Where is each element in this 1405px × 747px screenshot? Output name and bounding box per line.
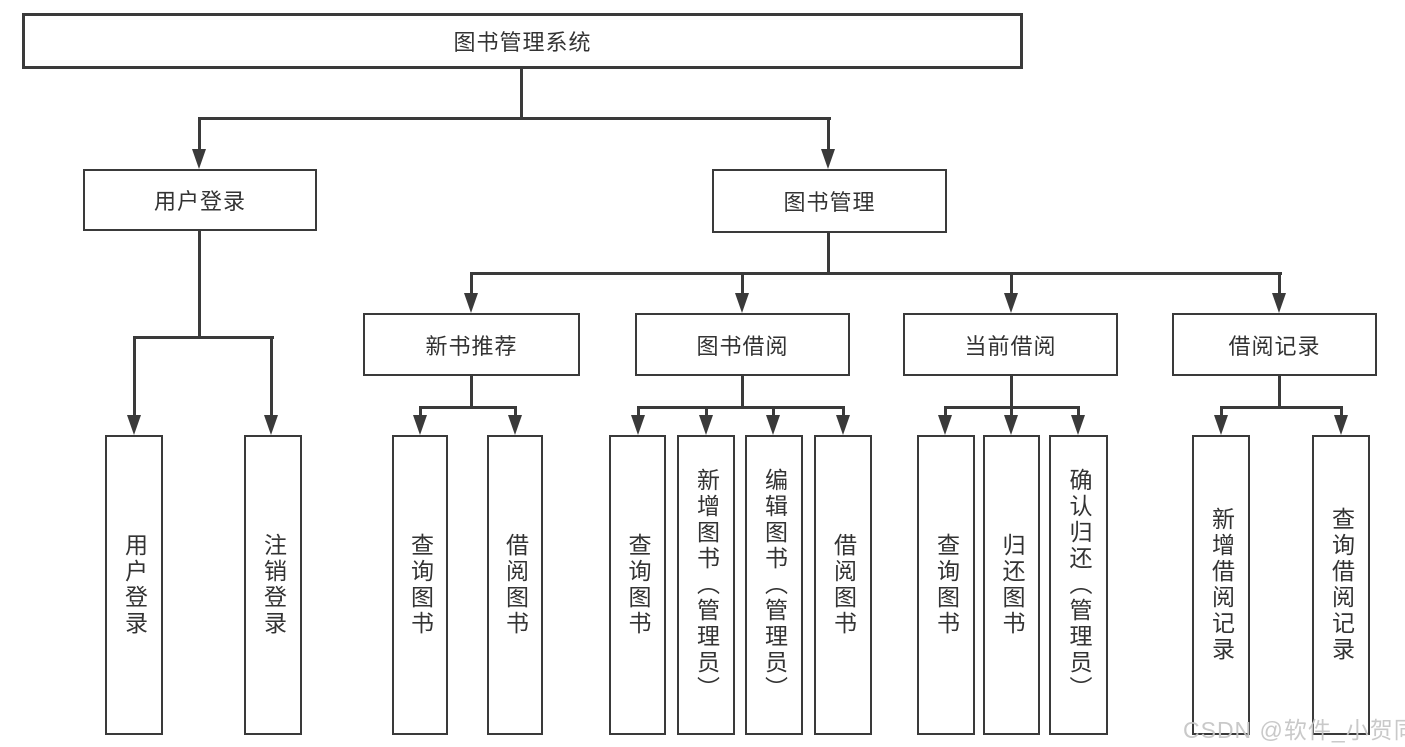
- connector-drop: [705, 406, 708, 418]
- node-borrowing-records: 借阅记录: [1172, 313, 1377, 376]
- connector-drop: [1077, 406, 1080, 418]
- leaf-borrow-books-2-label: 借阅图书: [830, 533, 857, 637]
- connector-book-borrow-stub: [741, 376, 744, 408]
- connector-drop: [419, 406, 422, 418]
- arrow-down-icon: [1334, 415, 1348, 435]
- connector-drop-login: [133, 336, 136, 418]
- arrow-down-icon: [413, 415, 427, 435]
- leaf-query-books-3-label: 查询图书: [933, 533, 960, 637]
- connector-borrow-records-stub: [1278, 376, 1281, 408]
- leaf-return-books-label: 归还图书: [999, 533, 1025, 637]
- leaf-add-borrow-record: 新增借阅记录: [1192, 435, 1250, 735]
- connector-drop: [637, 406, 640, 418]
- connector-drop-user-login: [198, 117, 201, 153]
- arrow-down-icon: [631, 415, 645, 435]
- arrow-down-icon: [1004, 415, 1018, 435]
- arrow-down-icon: [699, 415, 713, 435]
- connector-drop-new-books: [470, 272, 473, 297]
- node-root: 图书管理系统: [22, 13, 1023, 69]
- leaf-borrow-books-1: 借阅图书: [487, 435, 543, 735]
- leaf-user-login-label: 用户登录: [121, 533, 148, 637]
- leaf-add-books-admin: 新增图书（管理员）: [677, 435, 735, 735]
- leaf-query-books-1-label: 查询图书: [407, 533, 434, 637]
- node-book-borrowing-label: 图书借阅: [696, 333, 789, 359]
- leaf-query-books-2: 查询图书: [609, 435, 666, 735]
- leaf-add-books-admin-label: 新增图书（管理员）: [693, 468, 720, 702]
- leaf-logout: 注销登录: [244, 435, 302, 735]
- arrow-down-icon: [264, 415, 278, 435]
- arrow-down-icon: [127, 415, 141, 435]
- leaf-query-books-1: 查询图书: [392, 435, 448, 735]
- arrow-down-icon: [1272, 293, 1286, 313]
- connector-drop-book-borrow: [741, 272, 744, 297]
- leaf-logout-label: 注销登录: [260, 533, 287, 637]
- connector-new-books-stub: [470, 376, 473, 408]
- leaf-query-books-3: 查询图书: [917, 435, 975, 735]
- node-user-login-label: 用户登录: [153, 189, 246, 214]
- connector-new-books-hline: [419, 406, 517, 409]
- connector-current-borrow-stub: [1010, 376, 1013, 408]
- leaf-query-borrow-record-label: 查询借阅记录: [1328, 507, 1355, 663]
- node-root-label: 图书管理系统: [453, 30, 592, 55]
- connector-drop: [514, 406, 517, 418]
- node-new-book-recommend-label: 新书推荐: [425, 333, 518, 359]
- arrow-down-icon: [1071, 415, 1085, 435]
- connector-drop: [842, 406, 845, 418]
- node-book-management-label: 图书管理: [783, 190, 876, 215]
- node-book-borrowing: 图书借阅: [635, 313, 850, 376]
- node-new-book-recommend: 新书推荐: [363, 313, 580, 376]
- arrow-down-icon: [192, 149, 206, 169]
- arrow-down-icon: [836, 415, 850, 435]
- leaf-edit-books-admin-label: 编辑图书（管理员）: [761, 468, 788, 702]
- leaf-edit-books-admin: 编辑图书（管理员）: [745, 435, 803, 735]
- connector-user-login-stub: [198, 231, 201, 338]
- connector-drop: [1340, 406, 1343, 418]
- leaf-borrow-books-2: 借阅图书: [814, 435, 872, 735]
- connector-user-login-hline: [133, 336, 274, 339]
- arrow-down-icon: [508, 415, 522, 435]
- node-borrowing-records-label: 借阅记录: [1228, 333, 1321, 359]
- leaf-add-borrow-record-label: 新增借阅记录: [1208, 507, 1235, 663]
- arrow-down-icon: [1004, 293, 1018, 313]
- leaf-confirm-return-admin: 确认归还（管理员）: [1049, 435, 1108, 735]
- leaf-confirm-return-admin-label: 确认归还（管理员）: [1066, 468, 1092, 702]
- connector-borrow-records-hline: [1220, 406, 1343, 409]
- arrow-down-icon: [735, 293, 749, 313]
- node-current-borrowing-label: 当前借阅: [964, 333, 1057, 359]
- connector-drop: [944, 406, 947, 418]
- connector-drop-logout: [270, 336, 273, 418]
- connector-drop: [1220, 406, 1223, 418]
- connector-book-mgmt-hline: [470, 272, 1282, 275]
- connector-book-mgmt-stub: [827, 233, 830, 274]
- node-book-management: 图书管理: [712, 169, 947, 233]
- leaf-query-books-2-label: 查询图书: [625, 533, 651, 637]
- arrow-down-icon: [464, 293, 478, 313]
- arrow-down-icon: [821, 149, 835, 169]
- arrow-down-icon: [766, 415, 780, 435]
- leaf-query-borrow-record: 查询借阅记录: [1312, 435, 1370, 735]
- watermark: CSDN @软件_小贺同学: [1183, 717, 1405, 743]
- connector-drop-borrow-records: [1278, 272, 1281, 297]
- leaf-user-login: 用户登录: [105, 435, 163, 735]
- connector-drop-book-mgmt: [827, 117, 830, 153]
- leaf-borrow-books-1-label: 借阅图书: [502, 533, 529, 637]
- arrow-down-icon: [938, 415, 952, 435]
- node-user-login: 用户登录: [83, 169, 317, 231]
- connector-root-hline: [198, 117, 831, 120]
- arrow-down-icon: [1214, 415, 1228, 435]
- connector-drop: [772, 406, 775, 418]
- connector-root-stub: [520, 69, 523, 119]
- connector-drop-current-borrow: [1010, 272, 1013, 297]
- leaf-return-books: 归还图书: [983, 435, 1040, 735]
- connector-drop: [1010, 406, 1013, 418]
- node-current-borrowing: 当前借阅: [903, 313, 1118, 376]
- connector-book-borrow-hline: [637, 406, 845, 409]
